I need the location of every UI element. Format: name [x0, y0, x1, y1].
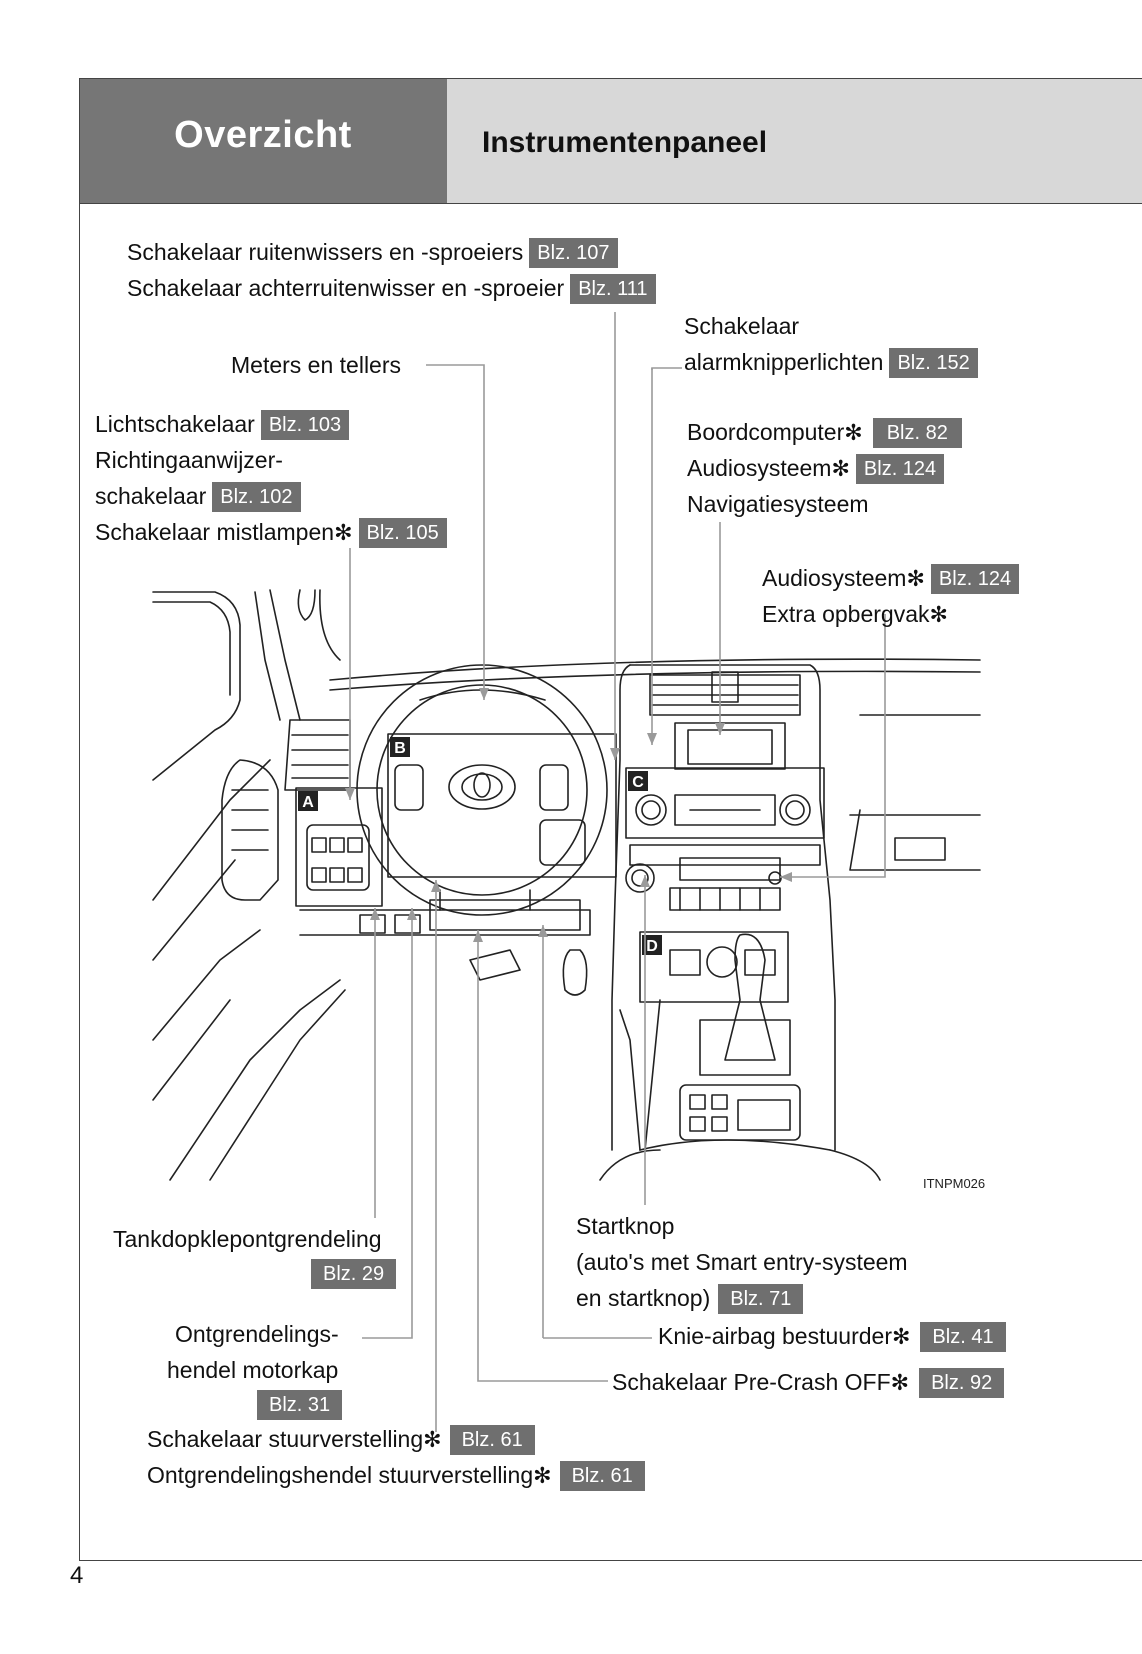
- audio-system-text: Audiosysteem: [687, 455, 832, 481]
- frame-border-top: [79, 78, 1142, 79]
- audio-system-label: Audiosysteem✻Blz. 124: [687, 454, 945, 484]
- meters-label: Meters en tellers: [231, 352, 402, 378]
- page-title: Instrumentenpaneel: [482, 126, 768, 159]
- section-header: Overzicht: [79, 78, 447, 203]
- leader-arrowheads: [345, 688, 792, 942]
- optional-star: ✻: [891, 1324, 911, 1349]
- steering-lever-text: Ontgrendelingshendel stuurverstelling: [147, 1462, 534, 1488]
- steering-adjust-page-ref[interactable]: Blz. 61: [449, 1425, 535, 1455]
- audio-system-page-ref[interactable]: Blz. 124: [855, 454, 945, 484]
- steering-lever-page-ref[interactable]: Blz. 61: [559, 1461, 645, 1491]
- leader-lines: [349, 312, 886, 1432]
- light-page-ref[interactable]: Blz. 103: [260, 410, 350, 440]
- frame-divider: [79, 203, 1142, 204]
- start-button-page-ref[interactable]: Blz. 71: [718, 1284, 804, 1314]
- zone-d-marker: [642, 935, 662, 955]
- fog-switch-text: Schakelaar mistlampen: [95, 519, 335, 545]
- precrash-switch-text: Schakelaar Pre-Crash OFF: [612, 1369, 891, 1395]
- boardcomputer-page-ref[interactable]: Blz. 82: [872, 418, 962, 448]
- turn-signal-line2: schakelaar: [95, 483, 207, 509]
- section-title: Overzicht: [174, 114, 352, 156]
- optional-star: ✻: [844, 420, 863, 445]
- hazard-page-ref[interactable]: Blz. 152: [889, 348, 978, 378]
- optional-star: ✻: [334, 520, 353, 545]
- steering-adjust-switch-label: Schakelaar stuurverstelling✻ Blz. 61: [147, 1425, 535, 1455]
- extra-storage-label: Extra opbergvak✻: [762, 600, 948, 629]
- start-button-line2: (auto's met Smart entry-systeem: [576, 1249, 908, 1275]
- zone-b-letter: B: [394, 740, 406, 757]
- knee-airbag-text: Knie-airbag bestuurder: [658, 1323, 892, 1349]
- optional-star: ✻: [929, 602, 948, 627]
- wiper-switch-text: Schakelaar ruitenwissers en -sproeiers: [127, 239, 524, 265]
- start-button-label: en startknop) Blz. 71: [576, 1284, 804, 1314]
- start-button-line1: Startknop: [576, 1213, 675, 1239]
- extra-storage-text: Extra opbergvak: [762, 601, 930, 627]
- page-header: Instrumentenpaneel: [447, 78, 1142, 203]
- audio-system-2-label: Audiosysteem✻Blz. 124: [762, 564, 1020, 594]
- zone-b-marker: [390, 737, 410, 757]
- zone-c-letter: C: [632, 774, 644, 791]
- zone-a-letter: A: [302, 794, 314, 811]
- figure-code: ITNPM026: [923, 1176, 986, 1191]
- zone-a-marker: [298, 791, 318, 811]
- audio-system-2-page-ref[interactable]: Blz. 124: [930, 564, 1020, 594]
- optional-star: ✻: [890, 1370, 910, 1395]
- precrash-switch-label: Schakelaar Pre-Crash OFF✻ Blz. 92: [612, 1368, 1005, 1398]
- boardcomputer-label: Boordcomputer✻ Blz. 82: [687, 418, 962, 448]
- optional-star: ✻: [906, 566, 925, 591]
- knee-airbag-page-ref[interactable]: Blz. 41: [920, 1322, 1006, 1352]
- fog-page-ref[interactable]: Blz. 105: [358, 518, 447, 548]
- steering-lever-label: Ontgrendelingshendel stuurverstelling✻ Bl…: [147, 1461, 645, 1491]
- page-number: 4: [70, 1562, 84, 1589]
- hazard-switch-line2: alarmknipperlichten: [684, 349, 884, 375]
- hood-release-line2: hendel motorkap: [167, 1357, 339, 1383]
- zone-d-letter: D: [646, 938, 658, 955]
- turn-signal-line1: Richtingaanwijzer-: [95, 447, 283, 473]
- wiper-page-ref[interactable]: Blz. 107: [529, 238, 618, 268]
- boardcomputer-text: Boordcomputer: [687, 419, 845, 445]
- hood-release-page-ref[interactable]: Blz. 31: [257, 1390, 343, 1420]
- optional-star: ✻: [423, 1427, 442, 1452]
- start-button-line3: en startknop): [576, 1285, 711, 1311]
- hazard-switch-line1: Schakelaar: [684, 313, 800, 339]
- light-switch-text: Lichtschakelaar: [95, 411, 255, 437]
- navigation-label: Navigatiesysteem: [687, 491, 869, 517]
- fog-switch-label: Schakelaar mistlampen✻Blz. 105: [95, 518, 447, 548]
- zone-c-marker: [628, 771, 648, 791]
- optional-star: ✻: [831, 456, 850, 481]
- fuel-lid-page-ref[interactable]: Blz. 29: [311, 1259, 397, 1289]
- frame-border-left: [79, 78, 80, 1560]
- audio-system-2-text: Audiosysteem: [762, 565, 907, 591]
- optional-star: ✻: [533, 1463, 552, 1488]
- precrash-page-ref[interactable]: Blz. 92: [919, 1368, 1005, 1398]
- fuel-lid-label: Tankdopklepontgrendeling: [113, 1226, 382, 1252]
- knee-airbag-label: Knie-airbag bestuurder✻ Blz. 41: [658, 1322, 1006, 1352]
- rear-wiper-page-ref[interactable]: Blz. 111: [570, 274, 656, 304]
- rear-wiper-switch-text: Schakelaar achterruitenwisser en -sproei…: [127, 275, 565, 301]
- turn-signal-page-ref[interactable]: Blz. 102: [212, 482, 301, 512]
- hood-release-line1: Ontgrendelings-: [175, 1321, 339, 1347]
- frame-border-bottom: [79, 1560, 1142, 1561]
- rear-wiper-switch-label: Schakelaar achterruitenwisser en -sproei…: [127, 274, 656, 304]
- steering-adjust-switch-text: Schakelaar stuurverstelling: [147, 1426, 424, 1452]
